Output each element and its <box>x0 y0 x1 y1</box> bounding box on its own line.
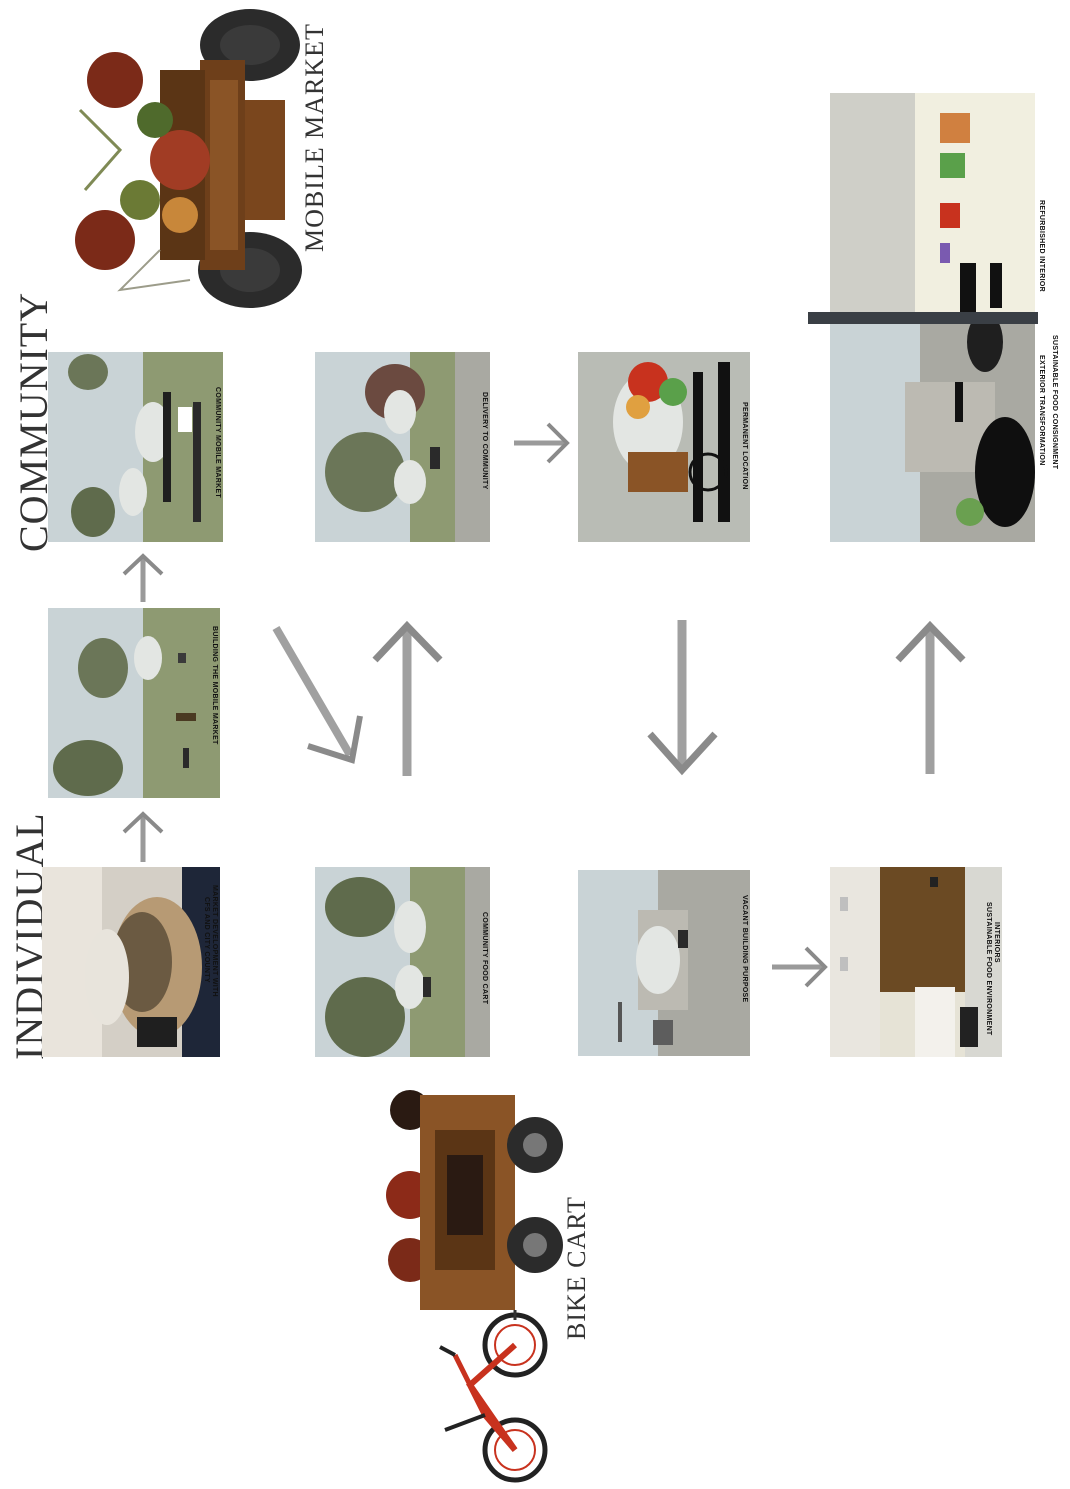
exterior-caption: EXTERIOR TRANSFORMATION <box>1038 355 1045 466</box>
panel-caption: INTERIORS <box>993 922 1000 963</box>
panel-caption: PERMANENT LOCATION <box>741 402 748 490</box>
panel-caption: COMMUNITY FOOD CART <box>481 912 488 1004</box>
panel-market-development: MARKET DEVELOPMENT WITH CFS AND CITY COU… <box>42 867 220 1057</box>
panel-caption-2: CFS AND CITY COUNTY <box>203 897 210 983</box>
panel-delivery-to-community: DELIVERY TO COMMUNITY <box>315 352 490 542</box>
mobile-market-cart-image <box>60 0 305 310</box>
panel-community-food-cart: COMMUNITY FOOD CART <box>315 867 490 1057</box>
panel-caption-2: SUSTAINABLE FOOD ENVIRONMENT <box>985 902 992 1036</box>
bike-cart-image <box>375 1085 575 1485</box>
panel-caption: DELIVERY TO COMMUNITY <box>481 392 488 490</box>
panel-caption: MARKET DEVELOPMENT WITH <box>211 885 218 997</box>
panel-vacant-building-purpose: VACANT BUILDING PURPOSE <box>578 870 750 1056</box>
arrow-diagonal-icon <box>268 620 368 765</box>
panel-caption: BUILDING THE MOBILE MARKET <box>211 626 218 745</box>
panel-caption: VACANT BUILDING PURPOSE <box>741 895 748 1003</box>
panel-refurbished-interior <box>830 93 1035 315</box>
arrow-up-icon <box>118 810 168 865</box>
panel-building-mobile-market: BUILDING THE MOBILE MARKET <box>48 608 220 798</box>
arrow-down-icon <box>512 418 570 468</box>
panel-exterior-transformation: EXTERIOR TRANSFORMATION <box>830 322 1035 542</box>
arrow-down-icon <box>645 618 720 776</box>
arrow-right-icon <box>770 942 828 992</box>
refurbished-caption: REFURBISHED INTERIOR <box>1038 200 1045 292</box>
panel-permanent-location: PERMANENT LOCATION <box>578 352 750 542</box>
arrow-up-icon <box>893 618 968 776</box>
arrow-up-icon <box>118 552 168 604</box>
panel-interiors: INTERIORS SUSTAINABLE FOOD ENVIRONMENT <box>830 867 1002 1057</box>
exterior-caption-2: SUSTAINABLE FOOD CONSIGNMENT <box>1051 335 1058 469</box>
panel-caption: COMMUNITY MOBILE MARKET <box>214 387 221 498</box>
panel-community-mobile-market: COMMUNITY MOBILE MARKET <box>48 352 223 542</box>
arrow-up-icon <box>370 618 445 778</box>
panel-divider <box>808 312 1038 324</box>
